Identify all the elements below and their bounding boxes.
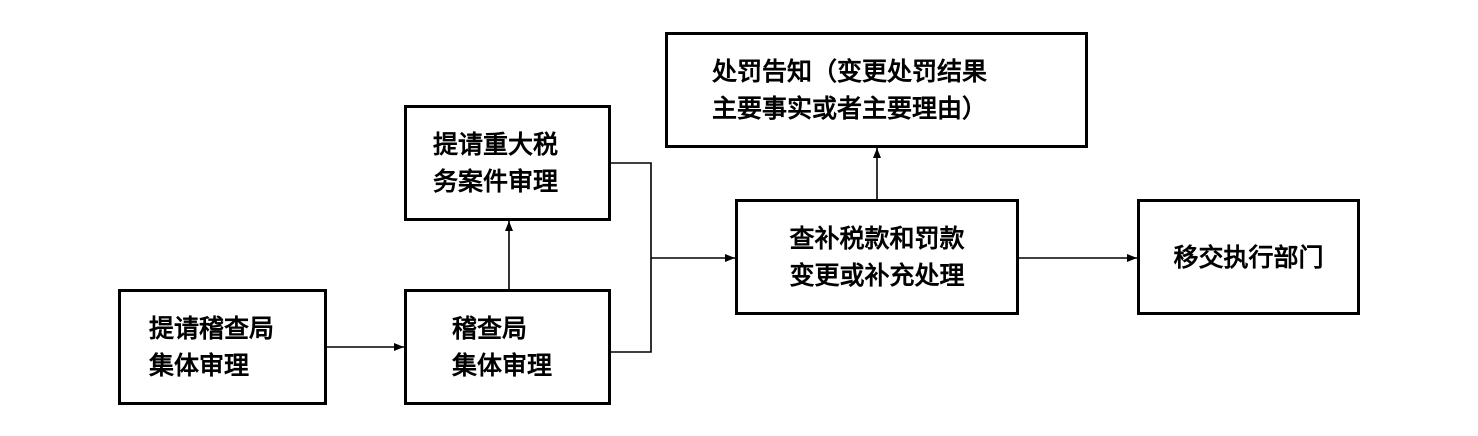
node-text-line: 集体审理 [149, 351, 250, 380]
connector-bureau-review-to-merge [611, 258, 652, 353]
node-transfer-execution: 移交执行部门 [1137, 199, 1360, 315]
node-text-line: 处罚告知（变更处罚结果 [712, 57, 988, 86]
node-tax-penalty-change: 查补税款和罚款 变更或补充处理 [735, 199, 1019, 315]
node-penalty-notice: 处罚告知（变更处罚结果 主要事实或者主要理由） [665, 32, 1088, 148]
node-text-line: 提请稽查局 [149, 314, 275, 343]
node-bureau-review-request: 提请稽查局 集体审理 [118, 289, 327, 405]
node-text-line: 提请重大税 [433, 130, 559, 159]
node-text-line: 变更或补充处理 [789, 261, 965, 290]
node-bureau-review: 稽查局 集体审理 [404, 289, 611, 405]
connector-major-case-to-merge [611, 162, 652, 258]
node-text-line: 稽查局 [452, 314, 528, 343]
node-text-line: 查补税款和罚款 [789, 224, 965, 253]
node-text-line: 务案件审理 [433, 167, 559, 196]
node-text-line: 移交执行部门 [1173, 242, 1324, 272]
node-text-line: 主要事实或者主要理由） [712, 94, 988, 123]
node-major-case-review: 提请重大税 务案件审理 [404, 105, 611, 221]
node-text-line: 集体审理 [452, 351, 553, 380]
